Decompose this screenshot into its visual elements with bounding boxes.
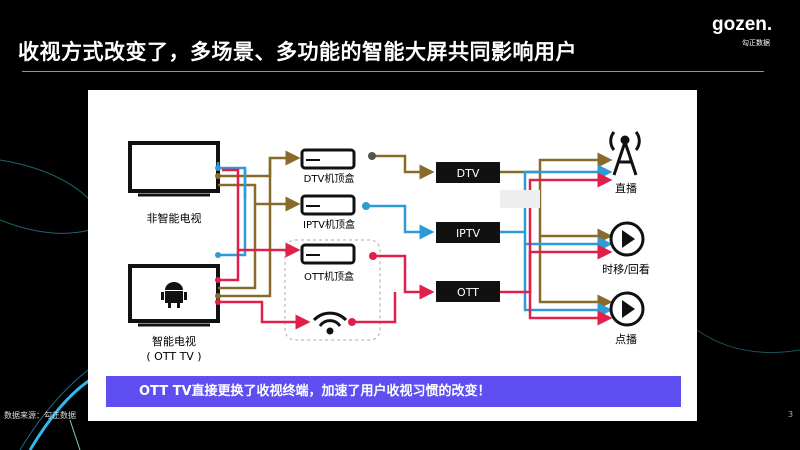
logo: gozen.: [712, 14, 773, 35]
wifi-icon: [312, 311, 348, 335]
dtv-signal-label: DTV: [457, 167, 480, 180]
vod-label: 点播: [615, 332, 637, 346]
title-divider: [22, 71, 764, 72]
ott-signal-label: OTT: [457, 286, 479, 299]
broadcast-tower-icon: [609, 131, 641, 176]
dumb-tv-label: 非智能电视: [147, 211, 202, 225]
iptv-settop-box-icon: [300, 194, 356, 216]
play-vod-icon: [609, 291, 645, 327]
smart-tv-label: 智能电视: [152, 334, 196, 348]
play-timeshift-icon: [609, 221, 645, 257]
iptv-box-label: IPTV机顶盒: [303, 218, 355, 231]
dtv-box-label: DTV机顶盒: [304, 172, 355, 185]
page-number: 3: [788, 410, 794, 419]
dtv-settop-box-icon: [300, 148, 356, 170]
live-label: 直播: [615, 181, 637, 195]
ott-signal-box: [436, 281, 500, 302]
timeshift-label: 时移/回看: [602, 262, 650, 276]
ott-box-label: OTT机顶盒: [304, 270, 354, 283]
smart-tv-icon: [128, 264, 220, 327]
dumb-tv-icon: [128, 141, 220, 197]
iptv-signal-box: [436, 222, 500, 243]
iptv-signal-label: IPTV: [456, 227, 481, 240]
smart-tv-sublabel: ( OTT TV ): [146, 350, 201, 363]
ott-settop-box-icon: [300, 243, 356, 265]
conclusion-banner: OTT TV直接更换了收视终端，加速了用户收视习惯的改变！: [106, 376, 681, 407]
android-icon: [161, 282, 187, 308]
data-source: 数据来源：勾正数据: [4, 411, 76, 420]
ott-group-outline: [284, 239, 381, 341]
page-title: 收视方式改变了，多场景、多功能的智能大屏共同影响用户: [18, 40, 577, 64]
dtv-signal-box: [436, 162, 500, 183]
logo-subtitle: 勾正数据: [742, 39, 770, 47]
